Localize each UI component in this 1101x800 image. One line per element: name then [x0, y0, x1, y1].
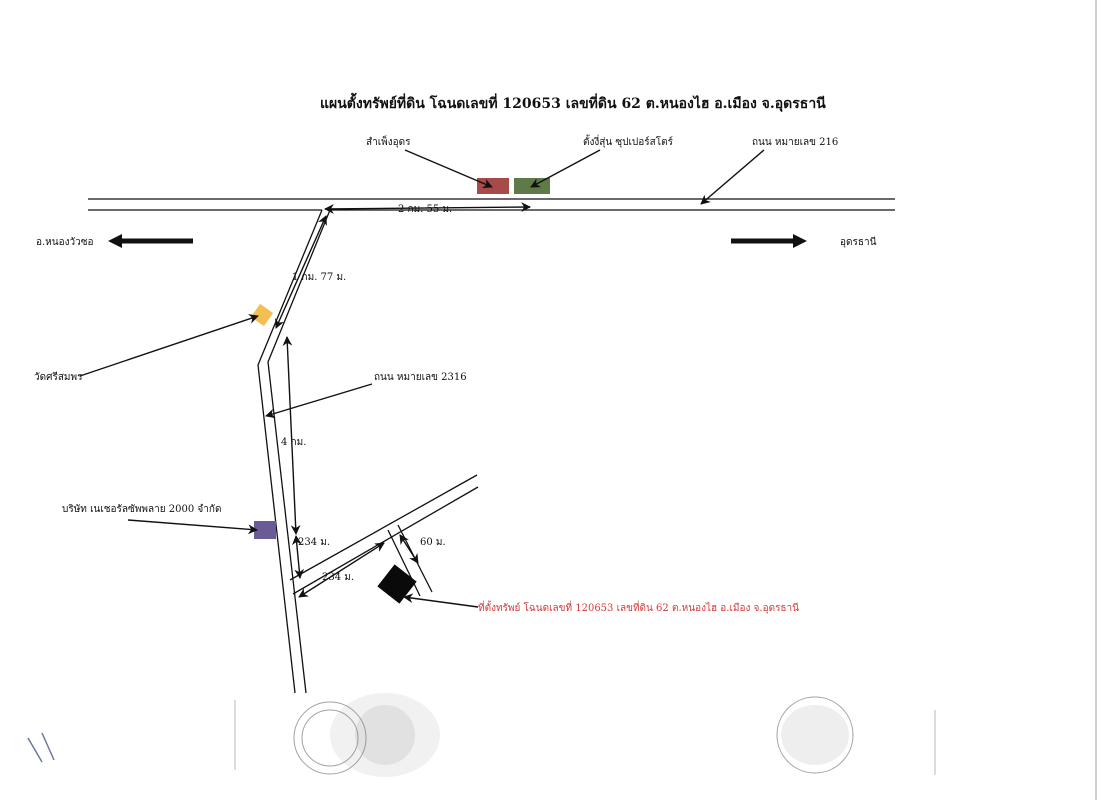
distance-arrow-234b	[298, 542, 385, 598]
distance-main: 2 กม. 55 ม.	[398, 204, 452, 215]
label-udon-thani: อุดรธานี	[840, 236, 877, 248]
marker-samphueng	[477, 178, 509, 194]
pointer-road-216	[700, 149, 765, 205]
road-216	[88, 198, 895, 211]
distance-arrow-branch	[275, 215, 327, 329]
distance-arrow-4km	[282, 336, 301, 535]
label-nong-wua-so: อ.หนองวัวซอ	[36, 237, 94, 248]
stamp-smudges	[234, 693, 936, 777]
marker-wat-sisomphon	[250, 303, 274, 327]
distance-234b: 234 ม.	[322, 572, 354, 583]
pointer-wat-sisomphon	[79, 314, 259, 377]
distance-arrow-main	[324, 202, 531, 214]
side-road	[289, 474, 479, 597]
handwritten-mark	[27, 732, 55, 763]
pointer-road-2316	[265, 383, 373, 419]
arrow-left-direction	[108, 234, 193, 248]
distance-branch: 1 กม. 77 ม.	[292, 272, 346, 283]
label-road-216: ถนน หมายเลข 216	[752, 137, 838, 148]
distance-arrow-60	[399, 534, 419, 564]
label-property: ที่ตั้งทรัพย์ โฉนดเลขที่ 120653 เลขที่ดิ…	[478, 600, 799, 614]
distance-234a: 234 ม.	[298, 537, 330, 548]
label-company: บริษัท เนเชอรัลซัพพลาย 2000 จำกัด	[62, 504, 221, 515]
map-title: แผนตั้งทรัพย์ที่ดิน โฉนดเลขที่ 120653 เล…	[320, 92, 826, 112]
label-samphueng: สำเพ็งอุดร	[366, 134, 411, 148]
marker-company	[254, 521, 276, 539]
label-wat-sisomphon: วัดศรีสมพร	[34, 371, 83, 383]
label-road-2316: ถนน หมายเลข 2316	[374, 372, 467, 383]
pointer-tangthisun	[530, 149, 601, 188]
pointer-company	[127, 519, 258, 535]
distance-4km: 4 กม.	[281, 437, 306, 448]
label-tangthisun: ตั้งงี่สุ่น ซุปเปอร์สโตร์	[583, 134, 674, 148]
distance-60: 60 ม.	[420, 537, 446, 548]
pointer-property	[403, 593, 479, 608]
arrow-right-direction	[731, 234, 807, 248]
pointer-samphueng	[404, 149, 493, 189]
